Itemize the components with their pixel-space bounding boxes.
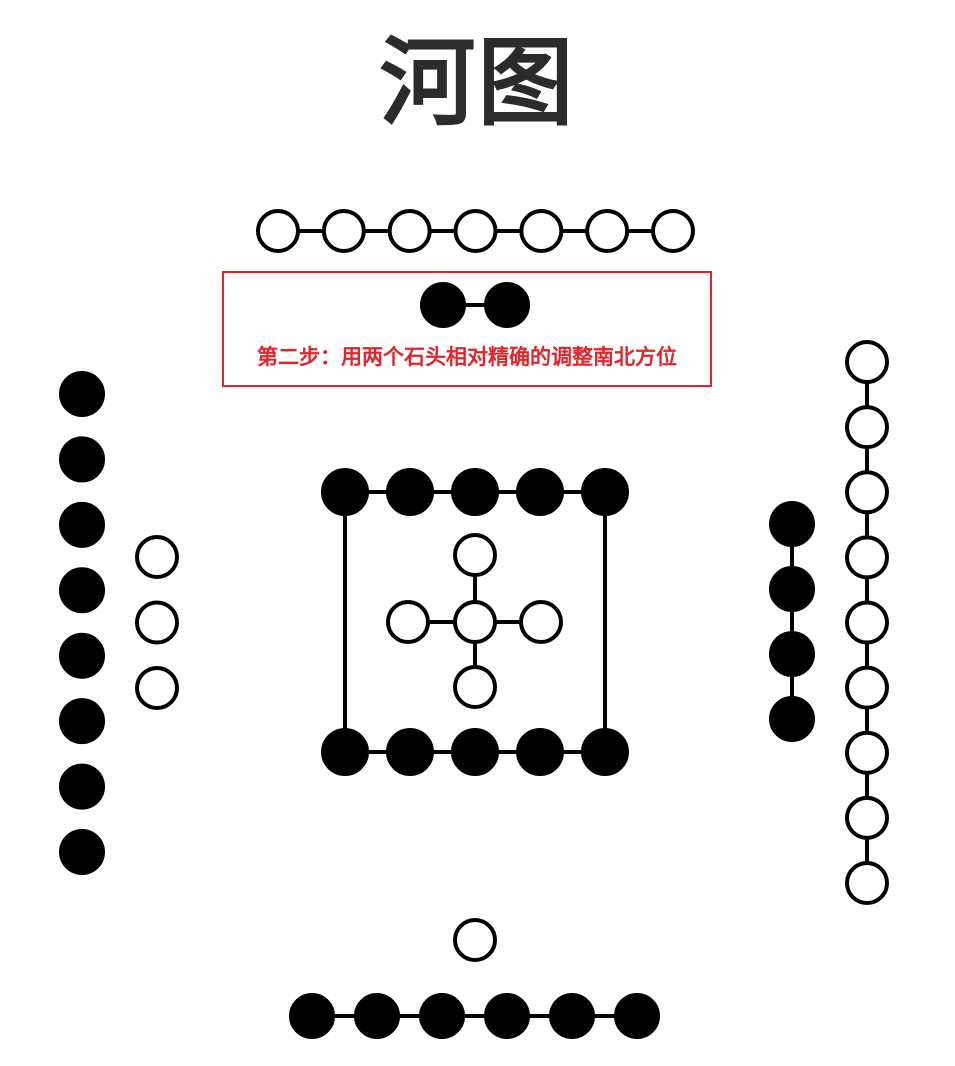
- center-cross-dot: [386, 600, 430, 644]
- east-outer-dot: [845, 795, 889, 840]
- center-cross-dot: [453, 665, 497, 709]
- west-outer-dot: [59, 436, 105, 483]
- west-outer-dot: [59, 829, 105, 875]
- west-outer-dot: [59, 371, 105, 417]
- center-top-dot: [451, 468, 499, 516]
- east-inner-dot: [769, 566, 815, 612]
- west-outer-dot: [59, 501, 105, 548]
- north-outer-dot: [256, 209, 300, 253]
- east-outer-dot: [845, 405, 889, 450]
- south-outer-dot: [419, 993, 465, 1039]
- callout-box: [222, 271, 712, 387]
- south-outer-dot: [549, 993, 595, 1039]
- east-inner-dot: [769, 501, 815, 547]
- north-inner-dot: [484, 282, 530, 328]
- west-inner-dot: [135, 666, 179, 710]
- east-outer-dot: [845, 600, 889, 645]
- south-outer-dot: [484, 993, 530, 1039]
- east-inner-dot: [769, 631, 815, 677]
- center-top-dot: [581, 468, 629, 516]
- diagram-title: 河图: [379, 27, 576, 139]
- north-outer-dot: [453, 209, 498, 253]
- center-top-dot: [386, 468, 434, 516]
- south-outer-dot: [354, 993, 400, 1039]
- center-cross-dot: [453, 600, 497, 644]
- east-outer-dot: [845, 470, 889, 515]
- west-outer-dot: [59, 632, 105, 679]
- north-outer-dot: [585, 209, 630, 253]
- west-inner-dot: [135, 600, 179, 645]
- west-inner-dot: [135, 535, 179, 579]
- east-outer-dot: [845, 665, 889, 710]
- center-bottom-dot: [321, 728, 369, 776]
- callout-text: 第二步：用两个石头相对精确的调整南北方位: [257, 345, 677, 369]
- west-outer-dot: [59, 567, 105, 614]
- west-outer-dot: [59, 698, 105, 745]
- south-outer-dot: [614, 993, 660, 1039]
- center-bottom-dot: [581, 728, 629, 776]
- east-outer-dot: [845, 340, 889, 384]
- center-bottom-dot: [451, 728, 499, 776]
- center-top-dot: [321, 468, 369, 516]
- east-inner-dot: [769, 696, 815, 742]
- north-outer-dot: [651, 209, 695, 253]
- south-outer-dot: [289, 993, 335, 1039]
- south-inner-dot: [453, 918, 497, 962]
- center-top-dot: [516, 468, 564, 516]
- west-outer-dot: [59, 763, 105, 810]
- east-outer-dot: [845, 861, 889, 905]
- center-bottom-dot: [386, 728, 434, 776]
- center-bottom-dot: [516, 728, 564, 776]
- east-outer-dot: [845, 730, 889, 775]
- east-outer-dot: [845, 535, 889, 580]
- center-cross-dot: [519, 600, 563, 644]
- north-outer-dot: [387, 209, 432, 253]
- north-inner-dot: [420, 282, 466, 328]
- north-outer-dot: [321, 209, 366, 253]
- center-cross-dot: [453, 533, 497, 577]
- north-outer-dot: [519, 209, 564, 253]
